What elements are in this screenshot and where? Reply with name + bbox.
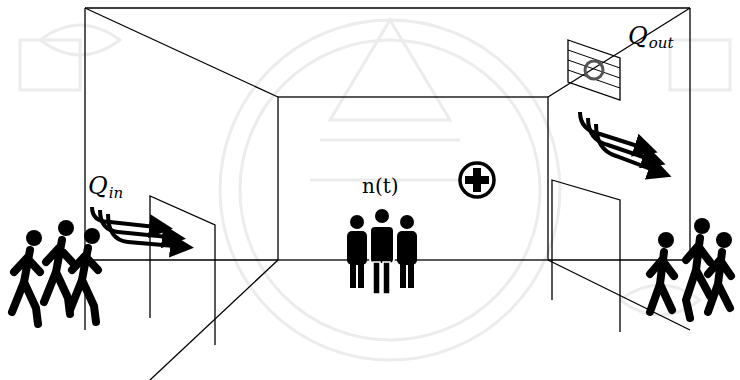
walkers-entering bbox=[12, 240, 98, 324]
room-wireframe bbox=[85, 8, 690, 380]
outflow-arrows bbox=[580, 112, 664, 174]
walkers-leaving bbox=[650, 238, 731, 318]
medical-cross bbox=[460, 163, 494, 197]
flow-symbol: Q bbox=[628, 24, 648, 48]
occupancy-label: n(t) bbox=[362, 176, 399, 196]
inflow-arrows bbox=[92, 207, 186, 247]
flow-symbol: Q bbox=[88, 174, 108, 198]
watermark bbox=[20, 20, 730, 360]
vent-louvres bbox=[568, 50, 620, 88]
fan-symbol bbox=[585, 61, 603, 79]
walker-heads bbox=[26, 218, 732, 248]
flow-subscript: out bbox=[649, 36, 674, 51]
occupants bbox=[347, 208, 417, 294]
flow-subscript: in bbox=[109, 186, 123, 201]
